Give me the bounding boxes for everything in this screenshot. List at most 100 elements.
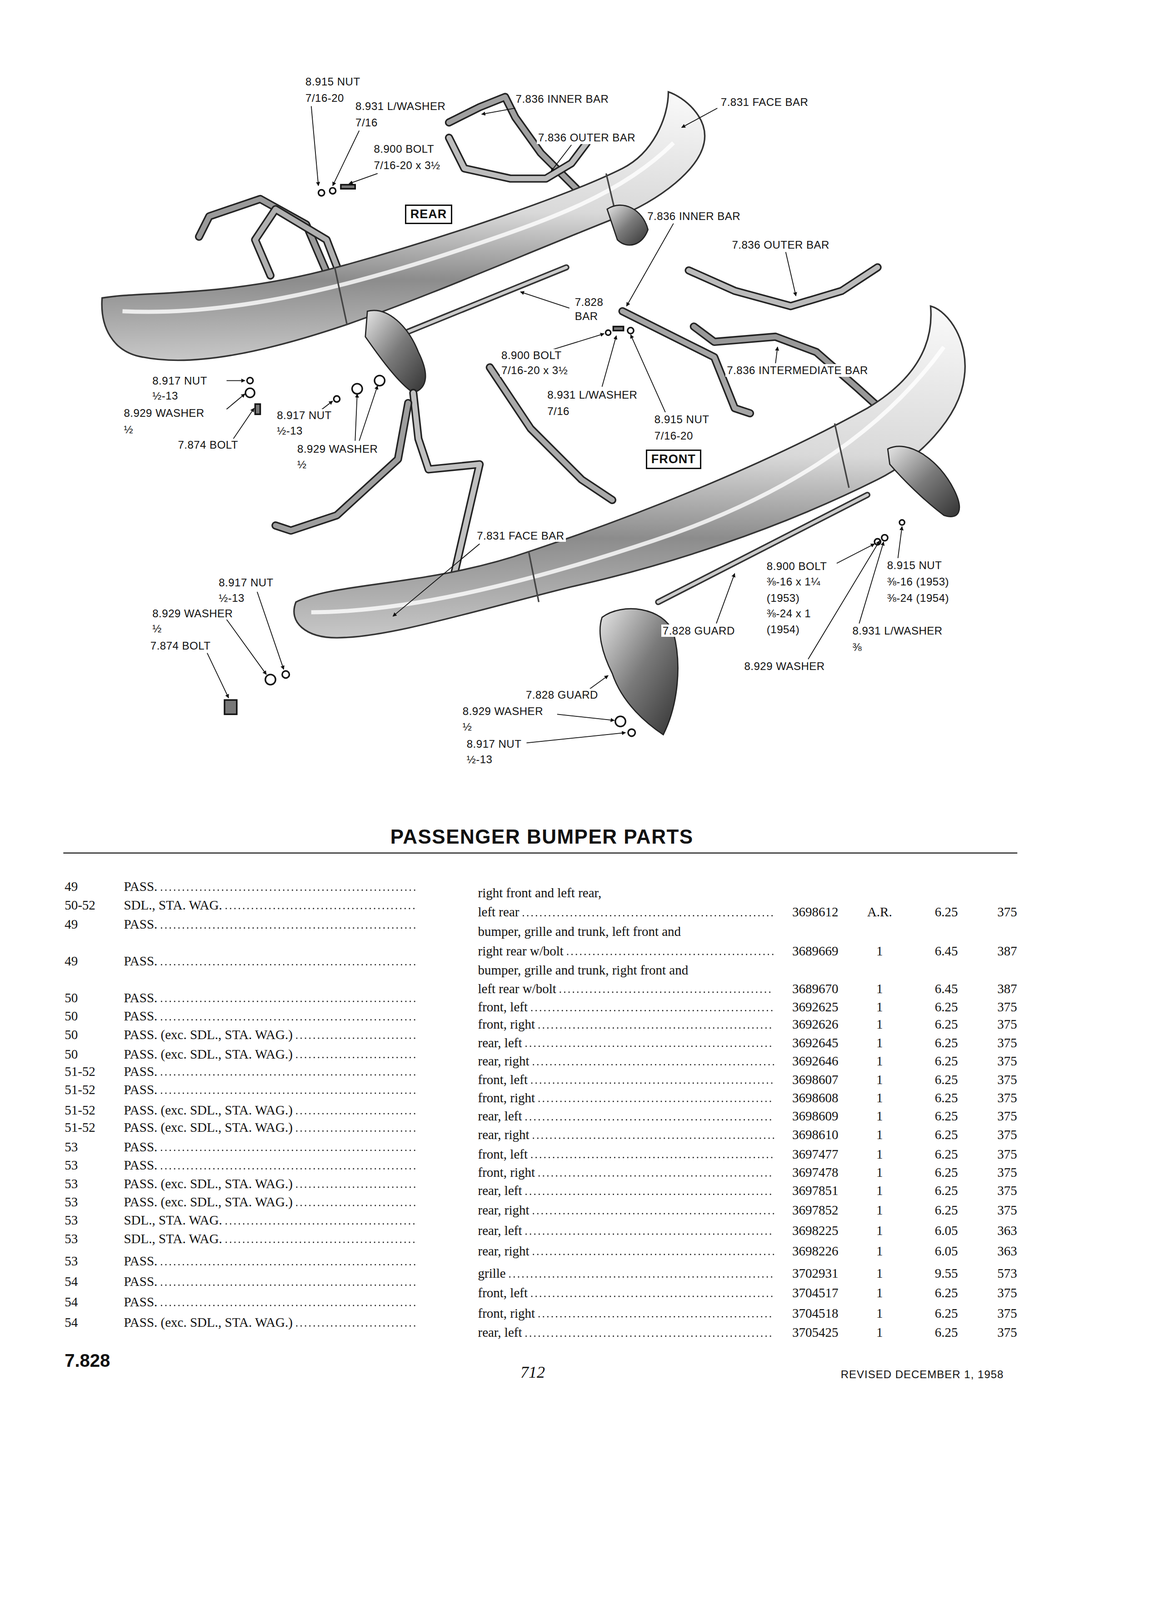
dot-leader (531, 1009, 774, 1012)
leader-lines (775, 346, 778, 364)
price-cell: 6.25 (933, 1305, 960, 1321)
year-cell: 49 (63, 879, 80, 895)
dot-leader (161, 964, 417, 966)
model-cell: PASS. (122, 1082, 159, 1098)
description-cell: rear, left (476, 1108, 524, 1124)
year-cell: 50 (63, 990, 80, 1006)
price-cell: 6.25 (933, 1127, 960, 1143)
rear-brackets (449, 96, 603, 194)
part-number-cell: 3697852 (790, 1202, 840, 1218)
heading-rule (63, 852, 1018, 854)
code-cell: 375 (995, 1108, 1019, 1124)
callout-label: 8.931 L/WASHER (354, 99, 447, 113)
front-brackets (688, 267, 878, 306)
hardware (881, 534, 888, 541)
model-cell: PASS. (122, 1064, 159, 1080)
dot-leader (533, 1213, 775, 1215)
front-bar (658, 494, 868, 603)
revision-note: REVISED DECEMBER 1, 1958 (839, 1368, 1006, 1381)
code-cell: 375 (995, 1324, 1019, 1340)
year-cell: 51-52 (63, 1119, 97, 1135)
callout-label: 7/16-20 x 3½ (499, 364, 570, 377)
price-cell: 6.25 (933, 1324, 960, 1340)
code-cell: 375 (995, 1285, 1019, 1301)
heading-rule (63, 852, 1018, 854)
year-cell: 50 (63, 1027, 80, 1043)
hardware (282, 670, 290, 679)
quantity-cell: 1 (874, 1072, 885, 1088)
dot-leader (539, 1100, 774, 1103)
front-brackets (413, 392, 480, 597)
description-cell: front, left (476, 1072, 530, 1088)
code-cell: 363 (995, 1243, 1019, 1259)
callout-label: 7.828 (573, 295, 605, 309)
dot-leader (533, 1137, 775, 1139)
year-cell: 53 (63, 1176, 80, 1192)
code-cell: 375 (995, 1202, 1019, 1218)
callout-label: 8.929 WASHER (295, 442, 380, 456)
dot-leader (161, 1074, 417, 1076)
part-number-cell: 3698608 (790, 1090, 840, 1106)
callout-label: ⅜-24 x 1 (765, 607, 813, 620)
part-number-cell: 3702931 (790, 1265, 840, 1281)
leader-lines (898, 526, 903, 559)
front-brackets (688, 267, 878, 306)
quantity-cell: 1 (874, 1265, 885, 1281)
part-number-cell: 3689670 (790, 981, 840, 997)
part-number-cell: 3689669 (790, 943, 840, 959)
description-cell: rear, right (476, 1127, 531, 1143)
model-cell: PASS. (122, 1139, 159, 1155)
dot-leader (296, 1056, 417, 1059)
description-cell: bumper, grille and trunk, left front and (476, 924, 683, 940)
front-brackets (413, 392, 480, 597)
callout-label: ½-13 (150, 389, 180, 403)
dot-leader (226, 1223, 417, 1225)
view-tag-text: REAR (410, 207, 448, 222)
price-cell: 6.25 (933, 1016, 960, 1032)
leader-lines (808, 540, 880, 660)
part-number-cell: 3698610 (790, 1127, 840, 1143)
leader-lines (626, 223, 674, 307)
callout-label: 7/16-20 (304, 91, 346, 105)
callout-label: 7.836 OUTER BAR (536, 131, 637, 145)
hardware (329, 187, 336, 194)
table-heading: PASSENGER BUMPER PARTS (388, 825, 696, 849)
price-cell: 6.25 (933, 1146, 960, 1162)
quantity-cell: 1 (874, 1164, 885, 1180)
description-cell: rear, right (476, 1202, 531, 1218)
callout-label: 8.929 WASHER (150, 607, 235, 620)
code-cell: 375 (995, 1164, 1019, 1180)
part-number-cell: 3698607 (790, 1072, 840, 1088)
description-cell: right front and left rear, (476, 885, 603, 901)
model-cell: PASS. (122, 1253, 159, 1269)
hardware (224, 699, 237, 715)
leader-lines (716, 573, 735, 624)
part-number-cell: 3698226 (790, 1243, 840, 1259)
leader-lines (681, 108, 718, 128)
callout-label: ½ (295, 458, 309, 471)
leader-lines (785, 251, 796, 296)
callout-label: 7.836 OUTER BAR (730, 238, 831, 252)
rear-guards (365, 204, 649, 393)
dot-leader (296, 1325, 417, 1327)
callout-label: 7/16-20 (653, 429, 695, 443)
code-cell: 375 (995, 1146, 1019, 1162)
description-cell: front, right (476, 1164, 537, 1180)
front-face-bar (294, 305, 965, 638)
callout-label: 7.874 BOLT (176, 438, 240, 452)
part-number-cell: 3698225 (790, 1223, 840, 1239)
front-brackets (622, 311, 751, 414)
year-cell: 53 (63, 1231, 80, 1247)
price-cell: 6.25 (933, 904, 960, 920)
callout-label: 8.929 WASHER (461, 704, 545, 718)
leader-lines (526, 732, 626, 743)
front-brackets (489, 367, 613, 500)
description-cell: rear, left (476, 1183, 524, 1199)
model-cell: SDL., STA. WAG. (122, 1231, 224, 1247)
price-cell: 6.25 (933, 1202, 960, 1218)
model-cell: PASS. (122, 879, 159, 895)
description-cell: rear, right (476, 1053, 531, 1069)
callout-label: ½-13 (465, 753, 495, 766)
code-cell: 375 (995, 904, 1019, 920)
front-face-bar (294, 305, 965, 638)
